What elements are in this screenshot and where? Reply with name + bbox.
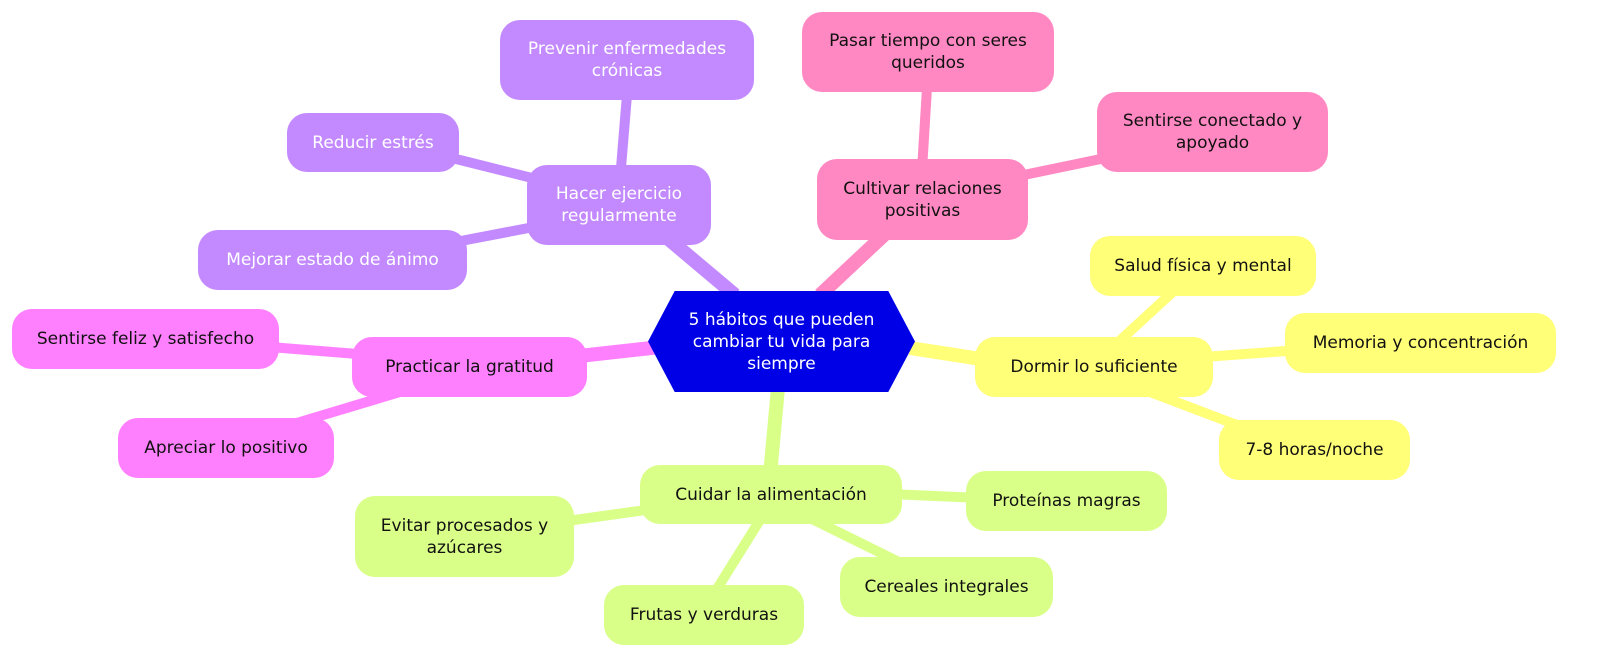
leaf-apreciar-positivo[interactable]: Apreciar lo positivo <box>118 418 334 478</box>
branch-exercise[interactable]: Hacer ejercicio regularmente <box>527 165 711 245</box>
branch-food[interactable]: Cuidar la alimentación <box>640 465 902 524</box>
leaf-sentirse-conectado[interactable]: Sentirse conectado y apoyado <box>1097 92 1328 172</box>
edge-sleep-salud <box>1111 286 1179 349</box>
edge-food-frutas <box>710 517 765 595</box>
leaf-prevenir-enfermedades[interactable]: Prevenir enfermedades crónicas <box>500 20 754 100</box>
branch-sleep[interactable]: Dormir lo suficiente <box>975 337 1213 397</box>
leaf-evitar-procesados[interactable]: Evitar procesados y azúcares <box>355 496 574 577</box>
leaf-sentirse-feliz[interactable]: Sentirse feliz y satisfecho <box>12 309 279 369</box>
edge-relations-pasar <box>917 87 932 171</box>
edge-food-proteinas <box>889 489 981 503</box>
branch-relations[interactable]: Cultivar relaciones positivas <box>817 159 1028 240</box>
central-topic[interactable]: 5 hábitos que pueden cambiar tu vida par… <box>648 291 915 392</box>
leaf-frutas[interactable]: Frutas y verduras <box>604 585 804 645</box>
leaf-mejorar-animo[interactable]: Mejorar estado de ánimo <box>198 230 467 290</box>
leaf-salud-fisica[interactable]: Salud física y mental <box>1090 236 1316 296</box>
leaf-proteinas[interactable]: Proteínas magras <box>966 471 1167 531</box>
edge-center-food <box>763 387 785 476</box>
leaf-cereales[interactable]: Cereales integrales <box>840 557 1053 617</box>
leaf-pasar-tiempo[interactable]: Pasar tiempo con seres queridos <box>802 12 1054 92</box>
leaf-reducir-estres[interactable]: Reducir estrés <box>287 113 459 172</box>
leaf-horas-noche[interactable]: 7-8 horas/noche <box>1219 420 1410 480</box>
leaf-memoria[interactable]: Memoria y concentración <box>1285 313 1556 373</box>
branch-gratitude[interactable]: Practicar la gratitud <box>352 337 587 397</box>
